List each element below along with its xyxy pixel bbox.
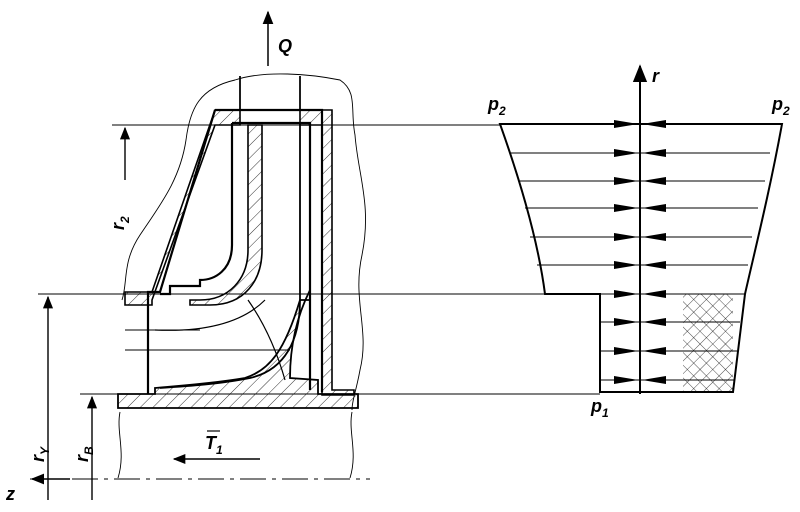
- ry-dimension: rY: [28, 295, 54, 500]
- axis-z: z: [5, 473, 70, 504]
- p2-right-label: p: [771, 94, 783, 114]
- p2-left-label: p: [487, 94, 499, 114]
- pressure-diagram: r p2 p2 p1: [487, 64, 790, 420]
- ry-label: r: [28, 454, 48, 462]
- impeller-blade: [159, 123, 301, 389]
- flow-label: Q: [278, 36, 292, 56]
- construction-lines: [30, 124, 600, 480]
- svg-text:r2: r2: [108, 216, 132, 230]
- svg-text:p2: p2: [487, 94, 506, 118]
- svg-text:p1: p1: [590, 396, 609, 420]
- housing-break-outline: [121, 73, 366, 411]
- rb-label: r: [72, 454, 92, 462]
- pressure-outline: [498, 123, 784, 393]
- svg-text:rY: rY: [28, 446, 52, 462]
- flow-arrow: Q: [262, 10, 292, 66]
- axial-thrust: T1: [172, 430, 260, 465]
- p1-label: p: [590, 396, 602, 416]
- axis-z-label: z: [5, 484, 15, 504]
- front-shroud: [215, 108, 324, 392]
- r2-dimension: r2: [108, 126, 132, 230]
- svg-text:p2: p2: [771, 94, 790, 118]
- cross-hatch-region: [683, 294, 733, 391]
- pump-section: [117, 73, 366, 479]
- svg-text:T1: T1: [205, 433, 223, 457]
- thrust-label: T: [205, 433, 218, 453]
- pressure-arrows: [614, 120, 666, 384]
- rb-dimension: rB: [72, 395, 98, 500]
- radius-axis-label: r: [652, 66, 660, 86]
- r2-label: r: [108, 222, 128, 230]
- svg-text:rB: rB: [72, 446, 96, 462]
